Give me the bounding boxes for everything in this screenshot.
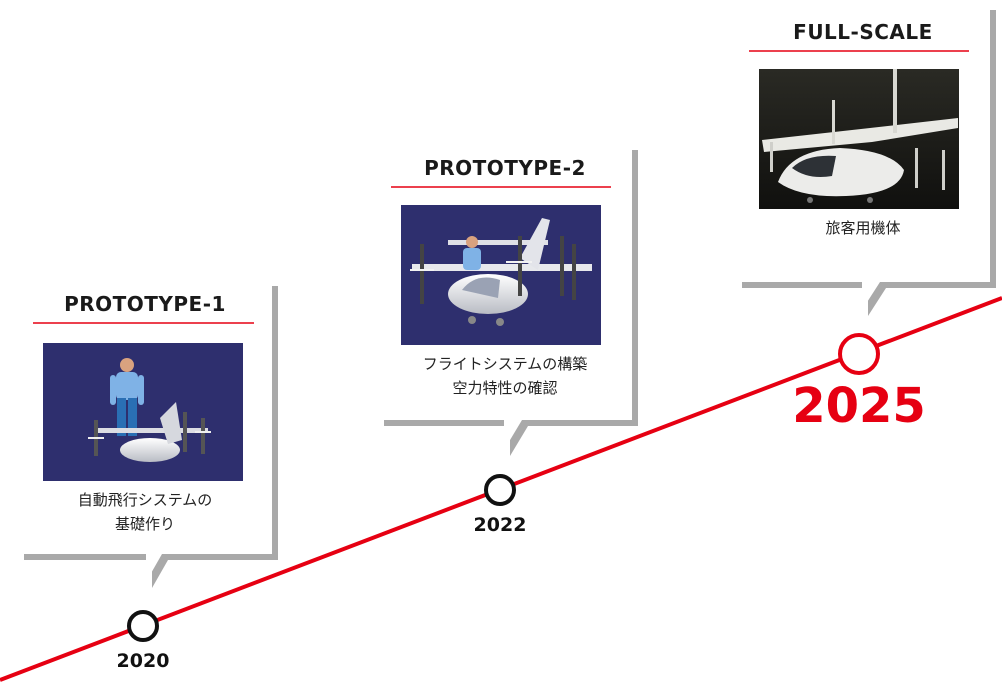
milestone-2025-marker (838, 333, 880, 375)
prototype-1-aircraft-render-icon (43, 343, 243, 481)
prototype-2-aircraft-render-icon (401, 205, 601, 345)
year-label-2020: 2020 (116, 650, 170, 672)
description-line: 自動飛行システムの (77, 491, 213, 509)
year-label-2022: 2022 (473, 514, 527, 536)
card-prototype-1: PROTOTYPE-1 (18, 292, 272, 316)
description-line: フライトシステムの構築 (422, 355, 588, 373)
card-full-scale-shape (736, 4, 996, 316)
year-label-2025: 2025 (792, 378, 926, 434)
milestone-2022-marker (484, 474, 516, 506)
card-title: FULL-SCALE (793, 20, 933, 44)
description-line: 旅客用機体 (825, 219, 901, 237)
card-title: PROTOTYPE-1 (64, 292, 226, 316)
card-title: PROTOTYPE-2 (424, 156, 586, 180)
description-line: 基礎作り (114, 515, 175, 533)
description-line: 空力特性の確認 (452, 379, 558, 397)
card-full-scale-description: 旅客用機体 (736, 216, 990, 240)
card-prototype-2-shape (378, 144, 638, 456)
card-prototype-1-shape (18, 280, 278, 588)
card-prototype-1-description: 自動飛行システムの 基礎作り (18, 488, 272, 536)
card-prototype-2-description: フライトシステムの構築 空力特性の確認 (378, 352, 632, 400)
card-prototype-2: PROTOTYPE-2 (378, 156, 632, 180)
card-full-scale: FULL-SCALE (736, 20, 990, 44)
milestone-2020-marker (127, 610, 159, 642)
full-scale-aircraft-photo-icon (759, 69, 959, 209)
